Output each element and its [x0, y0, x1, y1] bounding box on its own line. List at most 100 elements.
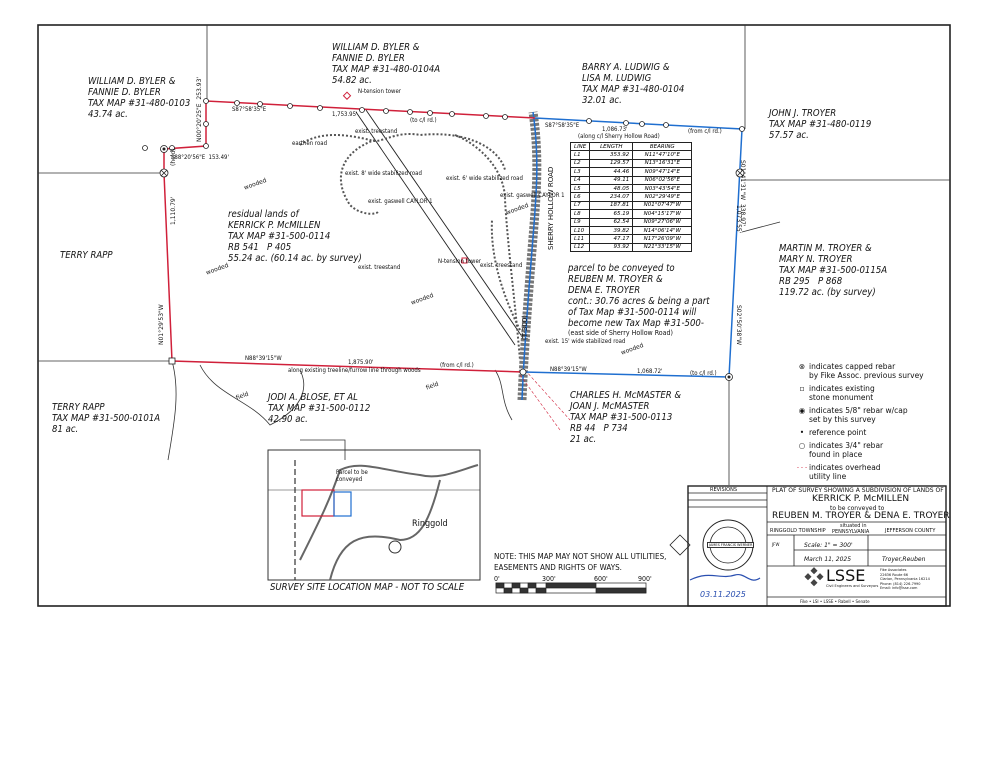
table-cell: 353.92	[589, 150, 634, 160]
parcel-martin-troyer: MARTIN M. TROYER & MARY N. TROYER TAX MA…	[779, 243, 888, 298]
col-header: LINE	[569, 141, 591, 152]
feature-label: N-tension tower	[358, 88, 401, 95]
table-cell: N09°47'14"E	[632, 167, 693, 177]
parcel-mcmaster: CHARLES H. McMASTER & JOAN J. McMASTER T…	[570, 390, 682, 445]
parcel-residual-mcmillen: residual lands of KERRICK P. McMILLEN TA…	[228, 209, 362, 264]
bearing-note: (hold)	[170, 148, 177, 166]
table-cell: N13°16'31"E	[632, 158, 693, 169]
col-header: LENGTH	[589, 141, 634, 152]
table-cell: 62.54	[589, 217, 634, 227]
feature-label: exist. 15' wide stabilized road	[545, 338, 626, 345]
title-line: PLAT OF SURVEY SHOWING A SUBDIVISION OF …	[772, 487, 944, 494]
feature-label: exist. 6' wide stabilized road	[446, 175, 523, 182]
feature-label: exist. treestand	[355, 128, 398, 135]
file-label: Troyer,Reuben	[882, 556, 926, 563]
table-cell: N09°27'06"W	[632, 217, 693, 227]
table-cell: N04°15'17"W	[632, 209, 693, 219]
table-cell: L9	[569, 217, 591, 227]
legend-item: ⊗indicates capped rebar by Fike Assoc. p…	[795, 362, 924, 380]
table-cell: L7	[569, 200, 591, 211]
firm-address: Fike Associates 22636 Route 66 Clarion, …	[880, 568, 930, 590]
location-map	[267, 449, 481, 581]
bearing-label: S87°58'35"E	[545, 122, 580, 129]
feature-label: exist. gaswell CAYLOR 1	[368, 198, 433, 205]
table-cell: N06°02'56"E	[632, 175, 693, 185]
legend-item: •reference point	[795, 428, 924, 437]
legend-text: indicates overhead utility line	[809, 463, 881, 481]
table-cell: 44.46	[589, 167, 634, 177]
overhead-utility-icon: - - -	[796, 464, 808, 471]
scale-bar	[495, 582, 647, 594]
signature-date: 03.11.2025	[700, 590, 746, 599]
parcel-byler-0103: WILLIAM D. BYLER & FANNIE D. BYLER TAX M…	[88, 76, 191, 120]
table-cell: 65.19	[589, 209, 634, 219]
legend-text: indicates 3/4" rebar found in place	[809, 441, 884, 459]
capped-rebar-x-marks	[160, 169, 744, 177]
parcel-to-be-conveyed: parcel to be conveyed to REUBEN M. TROYE…	[568, 263, 710, 329]
bearing-label: N00°20'25"E 253.93'	[196, 76, 203, 142]
rebar-cap-set-icon: ◉	[798, 406, 806, 415]
stone-monument-icon: ▫	[799, 384, 805, 393]
distance-label: 1,753.95'	[332, 111, 358, 118]
tower-icon	[342, 91, 352, 100]
col-header: BEARING	[632, 141, 693, 152]
distance-label: 1,110.79'	[170, 196, 177, 225]
parcel-byler-0104a: WILLIAM D. BYLER & FANNIE D. BYLER TAX M…	[332, 42, 441, 86]
rebar-markers	[142, 98, 745, 381]
table-cell: L1	[569, 150, 591, 160]
conveyed-note: (east side of Sherry Hollow Road)	[568, 329, 673, 337]
bearing-note: along existing treeline/furrow line thro…	[288, 367, 421, 374]
table-cell: N03°43'54"E	[632, 183, 693, 194]
location-map-town: Ringgold	[412, 519, 448, 529]
legend-text: indicates existing stone monument	[809, 384, 875, 402]
parcel-terry-rapp-0101a: TERRY RAPP TAX MAP #31-500-0101A 81 ac.	[52, 402, 161, 435]
feature-label: exist. treestand	[480, 262, 523, 269]
table-cell: L11	[569, 234, 591, 244]
firm-subtitle: Civil Engineers and Surveyors	[826, 584, 879, 588]
table-cell: N21°33'15"W	[632, 242, 693, 253]
state-label: PENNSYLVANIA	[832, 529, 870, 535]
table-cell: 49.11	[589, 175, 634, 185]
legend-text: indicates 5/8" rebar w/cap set by this s…	[809, 406, 908, 424]
title-grantees: REUBEN M. TROYER & DENA E. TROYER	[772, 511, 950, 521]
sherry-hollow-road	[517, 111, 542, 401]
table-cell: 47.17	[589, 234, 634, 244]
table-cell: 93.92	[589, 242, 634, 253]
scale-tick: 600'	[594, 575, 608, 583]
location-map-parcel-label: Parcel to be conveyed	[336, 469, 368, 483]
rebar-found-icon: ○	[798, 441, 806, 450]
bearing-label: N01°29'53"W	[158, 304, 165, 345]
table-cell: 39.82	[589, 225, 634, 236]
legend-item: ○indicates 3/4" rebar found in place	[795, 441, 924, 459]
legend-item: - - -indicates overhead utility line	[795, 463, 924, 481]
bearing-label: N88°39'15"W	[550, 366, 587, 373]
location-map-title: SURVEY SITE LOCATION MAP - NOT TO SCALE	[270, 582, 465, 593]
reference-point-icon: •	[799, 428, 805, 437]
table-cell: N14°06'14"W	[632, 225, 693, 236]
distance-label: 1,068.72'	[637, 368, 663, 375]
table-cell: L5	[569, 183, 591, 194]
township-label: RINGGOLD TOWNSHIP	[770, 528, 826, 534]
surveyor-seal: JAMES FRANCIS WERNER	[707, 542, 755, 548]
bearing-note: (to c/l rd.)	[410, 117, 437, 124]
distance-label: 1,073.55'	[735, 205, 742, 234]
tower-icon	[461, 257, 468, 264]
bearing-note: (along c/l Sherry Hollow Road)	[578, 133, 660, 140]
utilities-note: NOTE: THIS MAP MAY NOT SHOW ALL UTILITIE…	[494, 552, 667, 572]
power-line-corridor	[355, 109, 524, 346]
stabilized-roads	[299, 132, 521, 361]
sheet-frame	[37, 24, 951, 607]
bearing-note: (from c/l rd.)	[688, 128, 722, 135]
table-cell: L6	[569, 192, 591, 202]
legend: ⊗indicates capped rebar by Fike Assoc. p…	[795, 362, 924, 485]
distance-label: 1,086.73'	[602, 126, 628, 133]
